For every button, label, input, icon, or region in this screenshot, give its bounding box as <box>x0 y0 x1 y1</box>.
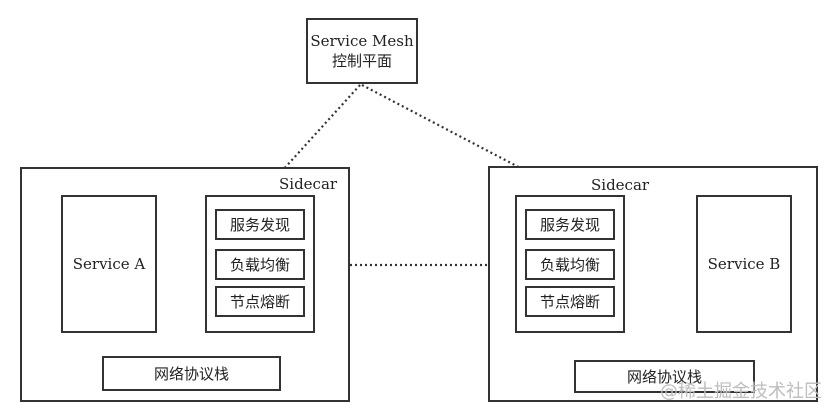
service-a-box: Service A <box>61 195 157 333</box>
left-feature-service-discovery-label: 服务发现 <box>229 216 290 234</box>
left-feature-load-balancing-label: 负载均衡 <box>229 256 290 274</box>
right-network-stack-label: 网络协议栈 <box>626 368 702 386</box>
left-feature-circuit-breaking: 节点熔断 <box>215 286 305 317</box>
left-feature-load-balancing: 负载均衡 <box>215 249 305 280</box>
left-feature-circuit-breaking-label: 节点熔断 <box>229 293 290 311</box>
right-feature-load-balancing: 负载均衡 <box>525 249 615 280</box>
right-feature-circuit-breaking-label: 节点熔断 <box>539 293 600 311</box>
control-plane-box: Service Mesh 控制平面 <box>306 18 418 84</box>
right-feature-load-balancing-label: 负载均衡 <box>539 256 600 274</box>
right-feature-service-discovery: 服务发现 <box>525 209 615 240</box>
right-feature-circuit-breaking: 节点熔断 <box>525 286 615 317</box>
service-b-label: Service B <box>707 255 781 273</box>
left-network-stack-box: 网络协议栈 <box>102 356 281 391</box>
control-plane-title: Service Mesh <box>310 32 414 50</box>
right-feature-service-discovery-label: 服务发现 <box>539 216 600 234</box>
service-a-label: Service A <box>72 255 146 273</box>
left-sidecar-label: Sidecar <box>279 175 338 193</box>
control-plane-subtitle: 控制平面 <box>331 52 392 70</box>
right-network-stack-box: 网络协议栈 <box>574 360 755 393</box>
watermark-text: @稀土掘金技术社区 <box>660 381 822 402</box>
left-feature-service-discovery: 服务发现 <box>215 209 305 240</box>
right-sidecar-label: Sidecar <box>591 176 650 194</box>
left-network-stack-label: 网络协议栈 <box>153 365 229 383</box>
service-b-box: Service B <box>696 195 792 333</box>
